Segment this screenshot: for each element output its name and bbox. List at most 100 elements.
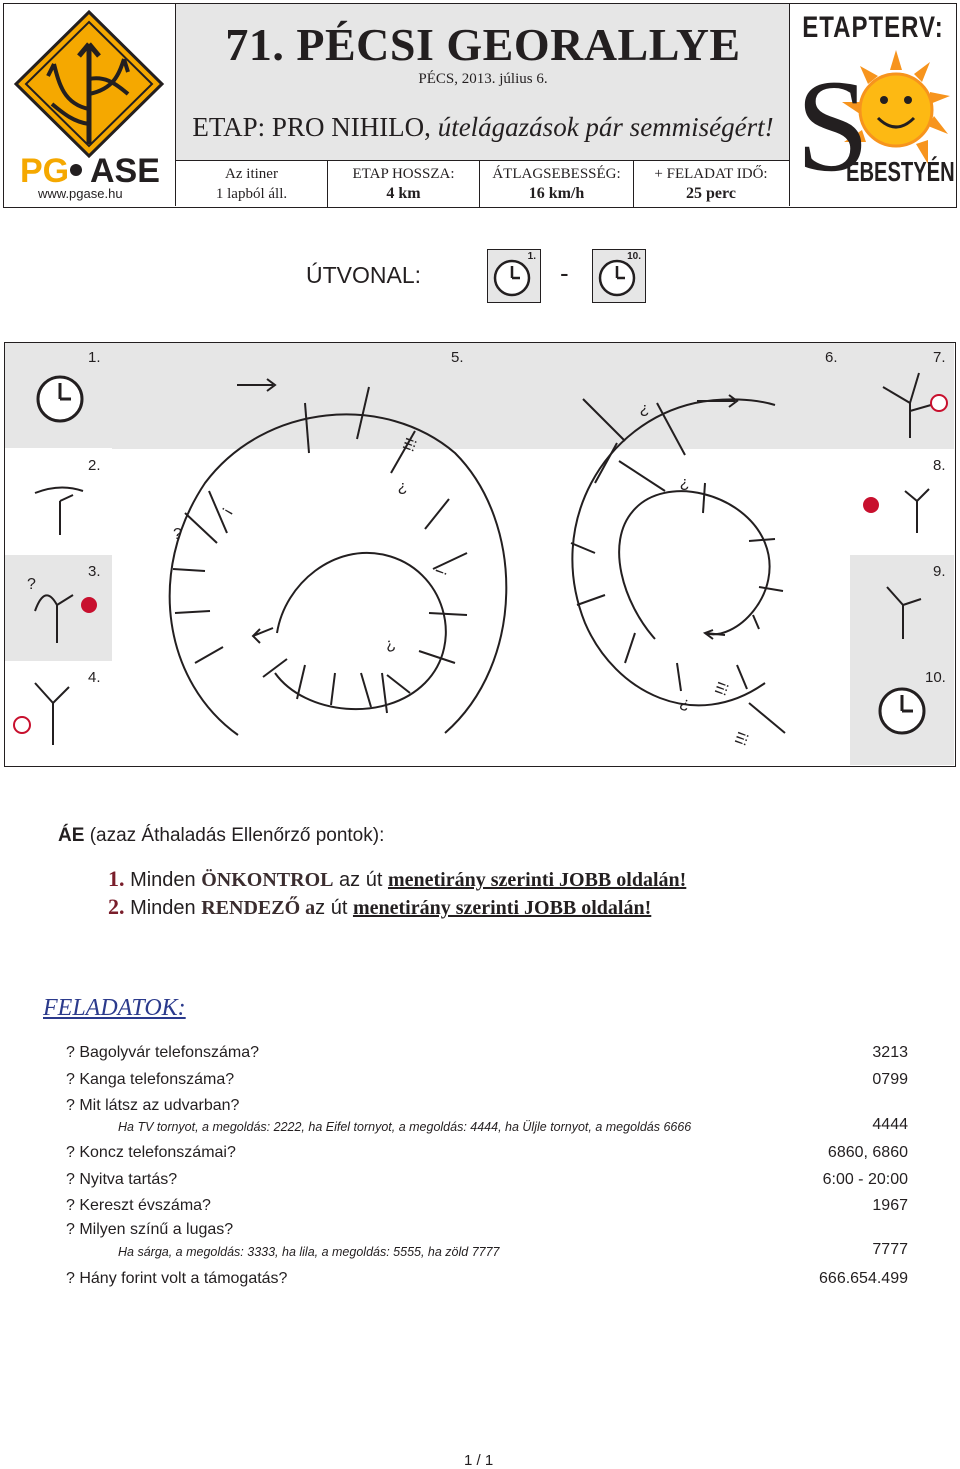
point-number: 8.	[933, 457, 946, 474]
rule-text: Minden	[130, 897, 196, 919]
ae-rule-2: 2. Minden RENDEZŐ az út menetirány szeri…	[108, 894, 651, 920]
title-box: 71. PÉCSI GEORALLYE PÉCS, 2013. július 6…	[176, 4, 790, 160]
point-number: 9.	[933, 563, 946, 580]
stat-speed: ÁTLAGSEBESSÉG: 16 km/h	[480, 161, 634, 207]
route-diagram: ? ? ? ? ? ! ! !!! !!! !!! ? ?	[13, 372, 948, 748]
ae-abbrev: ÁE	[58, 825, 85, 846]
map-bottom-band	[112, 661, 850, 765]
map-mark: !!!	[712, 680, 733, 698]
task-question: ? Milyen színű a lugas?	[66, 1221, 234, 1238]
task-question: ? Koncz telefonszámai?	[66, 1144, 236, 1161]
rule-bold: RENDEZŐ a	[201, 897, 316, 919]
task-hint: Ha sárga, a megoldás: 3333, ha lila, a m…	[118, 1245, 500, 1259]
point-number: 5.	[451, 349, 464, 366]
map-mark: ?	[173, 526, 182, 543]
clock-icon	[598, 259, 636, 297]
map-mark: !!!	[732, 730, 753, 748]
rule-text: Minden	[130, 869, 196, 891]
ae-rule-1: 1. Minden ÖNKONTROL az út menetirány sze…	[108, 866, 686, 892]
task-answer: 0799	[872, 1071, 908, 1088]
stat-label: + FELADAT IDŐ:	[654, 166, 768, 182]
rule-bold: ÖNKONTROL	[201, 869, 334, 891]
sun-icon	[842, 50, 950, 164]
panel-4	[5, 661, 112, 765]
task-question: ? Nyitva tartás?	[66, 1171, 178, 1188]
rule-number: 2.	[108, 894, 125, 919]
page-title: 71. PÉCSI GEORALLYE	[225, 19, 741, 70]
ae-description: (azaz Áthaladás Ellenőrző pontok):	[89, 825, 385, 846]
stat-value: 1 lapból áll.	[215, 186, 288, 202]
rule-underline: menetirány szerinti JOBB oldalán!	[387, 869, 687, 891]
point-number: 3.	[88, 563, 101, 580]
sebestyen-initial: S	[796, 52, 870, 199]
route-start-box: 1.	[487, 249, 541, 303]
logo-ase: ASE	[90, 152, 160, 190]
point-number: 6.	[825, 349, 838, 366]
sebestyen-rest: EBESTYÉN	[846, 156, 955, 187]
map-mark: !!!	[400, 436, 421, 454]
etapterv-label: ETAPTERV:	[802, 10, 944, 45]
event-date: PÉCS, 2013. július 6.	[418, 71, 548, 87]
task-answer: 4444	[872, 1116, 908, 1133]
route-end-box: 10.	[592, 249, 646, 303]
task-question: ? Mit látsz az udvarban?	[66, 1097, 240, 1114]
task-answer: 6:00 - 20:00	[822, 1171, 908, 1188]
map-mark: ?	[680, 475, 689, 492]
ae-heading: ÁE (azaz Áthaladás Ellenőrző pontok):	[58, 825, 384, 847]
stat-itiner: Az itiner 1 lapból áll.	[176, 161, 328, 207]
task-answer: 7777	[872, 1241, 908, 1258]
map-top-band	[112, 343, 850, 449]
task-hint: Ha TV tornyot, a megoldás: 2222, ha Eife…	[118, 1120, 692, 1134]
map-mark: !	[218, 505, 235, 517]
task-answer: 6860, 6860	[827, 1144, 908, 1161]
stat-label: ETAP HOSSZA:	[352, 166, 455, 182]
pgase-logo: PG ASE www.pgase.hu	[4, 4, 176, 206]
map-mark: ?	[640, 401, 649, 418]
etap-italic: útelágazások pár semmiségért!	[437, 112, 774, 142]
task-answer: 3213	[872, 1044, 908, 1061]
tasks-heading: FELADATOK:	[43, 995, 186, 1021]
stat-value: 4 km	[386, 185, 421, 202]
stat-task-time: + FELADAT IDŐ: 25 perc	[634, 161, 788, 207]
route-label: ÚTVONAL:	[306, 262, 422, 288]
point-number: 7.	[933, 349, 946, 366]
rule-text: az út	[339, 869, 383, 891]
task-answer: 1967	[872, 1197, 908, 1214]
route-start-num: 1.	[527, 251, 536, 262]
route-map: 1. 2. 3. 4. 5. 6. 7. 8. 9. 10.	[4, 342, 956, 767]
etapterv-box: ETAPTERV: S EBESTYÉN	[790, 4, 956, 206]
point-number: 4.	[88, 669, 101, 686]
rule-underline: menetirány szerinti JOBB oldalán!	[352, 897, 652, 919]
rule-number: 1.	[108, 866, 125, 891]
point-number: 2.	[88, 457, 101, 474]
task-question: ? Kereszt évszáma?	[66, 1197, 211, 1214]
task-question: ? Kanga telefonszáma?	[66, 1071, 235, 1088]
route-end-num: 10.	[627, 251, 641, 262]
task-question: ? Hány forint volt a támogatás?	[66, 1270, 288, 1287]
logo-pg: PG	[20, 152, 70, 190]
header-box: PG ASE www.pgase.hu 71. PÉCSI GEORALLYE …	[3, 3, 957, 208]
map-mark: ?	[398, 479, 407, 496]
panel-2	[5, 451, 112, 555]
map-mark: !	[433, 567, 450, 577]
route-separator: -	[560, 258, 569, 288]
clock-icon	[493, 259, 531, 297]
map-mark: ?	[383, 636, 397, 655]
stat-value: 16 km/h	[528, 185, 585, 202]
rule-text: z út	[315, 897, 348, 919]
point-number: 1.	[88, 349, 101, 366]
stat-length: ETAP HOSSZA: 4 km	[328, 161, 480, 207]
map-mark: ?	[27, 576, 36, 593]
point-number: 10.	[925, 669, 946, 686]
stats-row: Az itiner 1 lapból áll. ETAP HOSSZA: 4 k…	[176, 160, 790, 207]
etap-prefix: ETAP: PRO NIHILO,	[192, 112, 431, 142]
page-number: 1 / 1	[464, 1452, 494, 1469]
stat-label: Az itiner	[225, 166, 278, 182]
stat-value: 25 perc	[686, 185, 736, 202]
task-answer: 666.654.499	[819, 1270, 908, 1287]
road-sign-icon	[13, 9, 165, 176]
stat-label: ÁTLAGSEBESSÉG:	[492, 166, 621, 182]
etap-title: ETAP: PRO NIHILO, útelágazások pár semmi…	[176, 112, 790, 143]
task-question: ? Bagolyvár telefonszáma?	[66, 1044, 259, 1061]
logo-url: www.pgase.hu	[38, 186, 123, 201]
